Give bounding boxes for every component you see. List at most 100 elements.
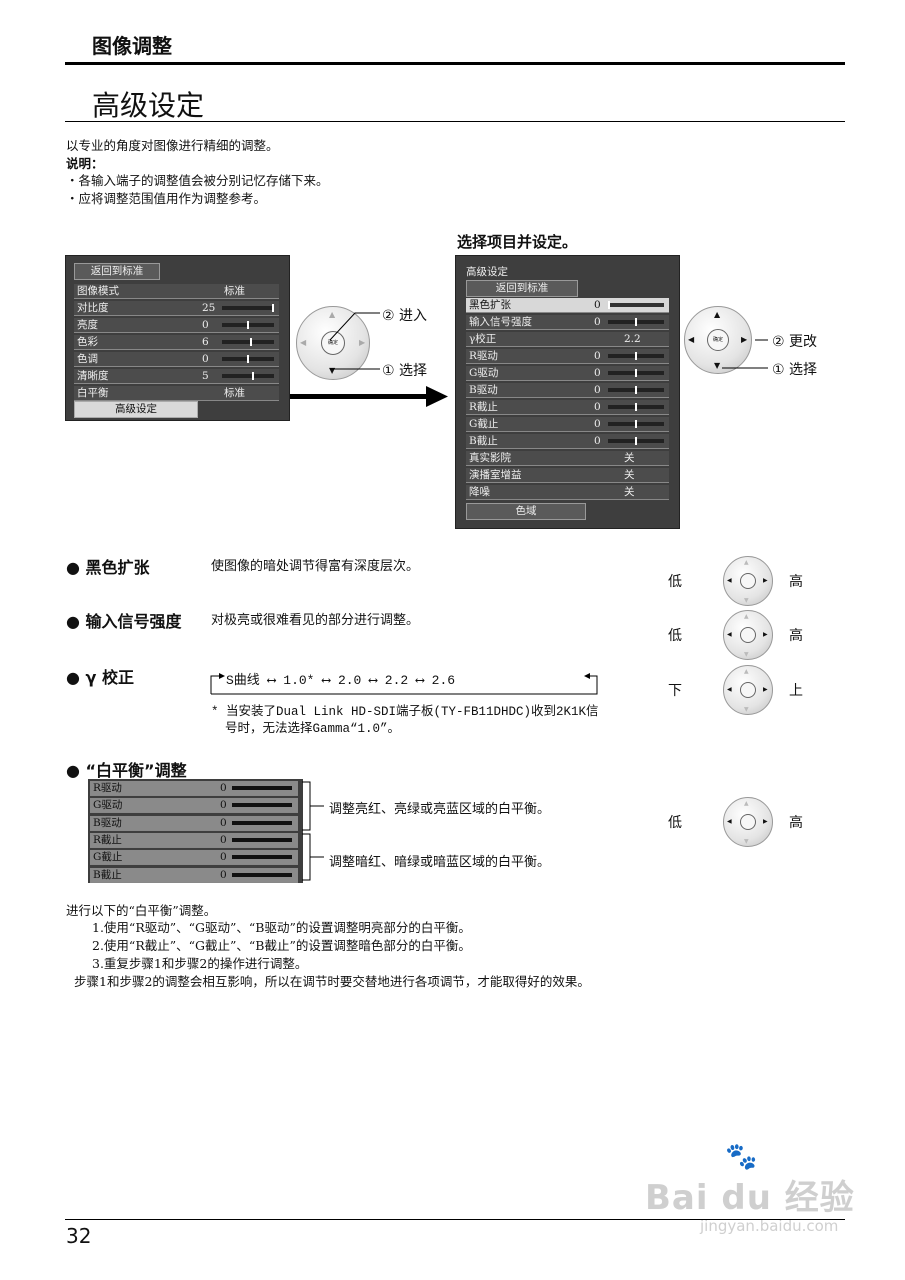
remote-dial[interactable]: ▲▼◀▶ [723,610,773,660]
level-marker [247,321,249,329]
wb-row[interactable]: B截止 0 [90,867,298,883]
intro-line: 以专业的角度对图像进行精细的调整。 [66,138,279,153]
menu-row-value: 0 [594,350,601,362]
wb-row-value: 0 [220,868,227,881]
arrow-down-icon: ▼ [744,651,749,658]
arrow-down-icon: ▼ [744,838,749,845]
enter-button[interactable] [740,573,756,589]
menu-row-label: B截止 [469,435,498,447]
note-line: ・应将调整范围值用作为调整参考。 [66,190,267,206]
enter-callout: ② 进入 [382,308,428,324]
wb-row-value: 0 [220,833,227,846]
enter-button[interactable]: 确定 [707,329,729,351]
remote-dial[interactable]: ▲▼◀▶ [723,797,773,847]
wb-row-value: 0 [220,816,227,829]
feature-desc: 对极亮或很难看见的部分进行调整。 [211,613,420,628]
return-to-standard-button[interactable]: 返回到标准 [466,280,578,297]
double-arrow-icon: ⟷ [369,673,385,688]
enter-button[interactable] [740,682,756,698]
page-title: 高级设定 [92,89,205,122]
menu-row-value: 关 [624,469,635,481]
arrow-up-icon: ▲ [744,559,749,566]
remote-dial[interactable]: 确定 ▲ ▼ ◀ ▶ [684,306,752,374]
remote-dial[interactable]: ▲▼◀▶ [723,665,773,715]
enter-button[interactable] [740,814,756,830]
section-title: 图像调整 [92,34,172,58]
color-gamut-button[interactable]: 色域 [466,503,586,520]
menu-row-label: 亮度 [77,319,98,331]
level-marker [635,386,637,394]
level-marker [272,304,274,312]
paw-icon: 🐾 [725,1142,759,1172]
select-callout: ① 选择 [772,362,818,378]
step-2: 2.使用“R截止”、“G截止”、“B截止”的设置调整暗色部分的白平衡。 [92,938,471,953]
menu-row[interactable]: 图像模式标准 [74,284,279,299]
menu-row[interactable]: 演播室增益关 [466,468,669,483]
menu-row-value: 标准 [224,285,245,297]
menu-row-label: 黑色扩张 [469,299,511,311]
enter-button[interactable]: 确定 [321,331,345,355]
wb-row-value: 0 [220,799,227,812]
gamma-cycle-diagram [210,673,598,695]
page-number: 32 [66,1224,92,1248]
double-arrow-icon: ⟷ [322,673,338,688]
menu-row-label: 色调 [77,353,98,365]
wb-row-label: B截止 [93,868,122,881]
remote-dial[interactable]: ▲▼◀▶ [723,556,773,606]
level-marker [635,420,637,428]
wb-row-value: 0 [220,782,227,794]
menu-row[interactable]: 降噪关 [466,485,669,500]
level-bar [222,306,274,310]
menu-row-value: 5 [202,370,209,382]
arrow-right-icon: ▶ [763,631,768,638]
advanced-settings-button[interactable]: 高级设定 [74,401,198,418]
menu-title: 高级设定 [466,266,508,278]
return-to-standard-button[interactable]: 返回到标准 [74,263,160,280]
menu-row-label: 白平衡 [77,387,109,399]
menu-row-value: 6 [202,336,209,348]
menu-row-label: R截止 [469,401,498,413]
gamma-sequence: S曲线 ⟷ 1.0* ⟷ 2.0 ⟷ 2.2 ⟷ 2.6 [226,669,455,688]
double-arrow-icon: ⟷ [267,673,284,688]
menu-row-label: γ校正 [469,333,497,345]
level-bar [222,340,274,344]
gamma-option: 2.6 [431,673,456,688]
menu-row[interactable]: 真实影院关 [466,451,669,466]
menu-row-value: 0 [594,367,601,379]
level-marker [608,301,610,309]
level-marker [635,352,637,360]
level-marker [635,437,637,445]
steps-intro: 进行以下的“白平衡”调整。 [66,903,217,918]
level-bar [232,803,292,808]
arrow-left-icon: ◀ [300,338,307,347]
menu-row-value: 0 [594,418,601,430]
menu-row-value: 标准 [224,387,245,399]
range-high-label: 高 [789,628,803,644]
menu-row[interactable]: 白平衡 标准 [74,386,279,401]
remote-dial[interactable]: 确定 ▲ ▼ ◀ ▶ [296,306,370,380]
wb-brackets [302,781,324,881]
note-line: ・各输入端子的调整值会被分别记忆存储下来。 [66,173,329,188]
enter-button[interactable] [740,627,756,643]
